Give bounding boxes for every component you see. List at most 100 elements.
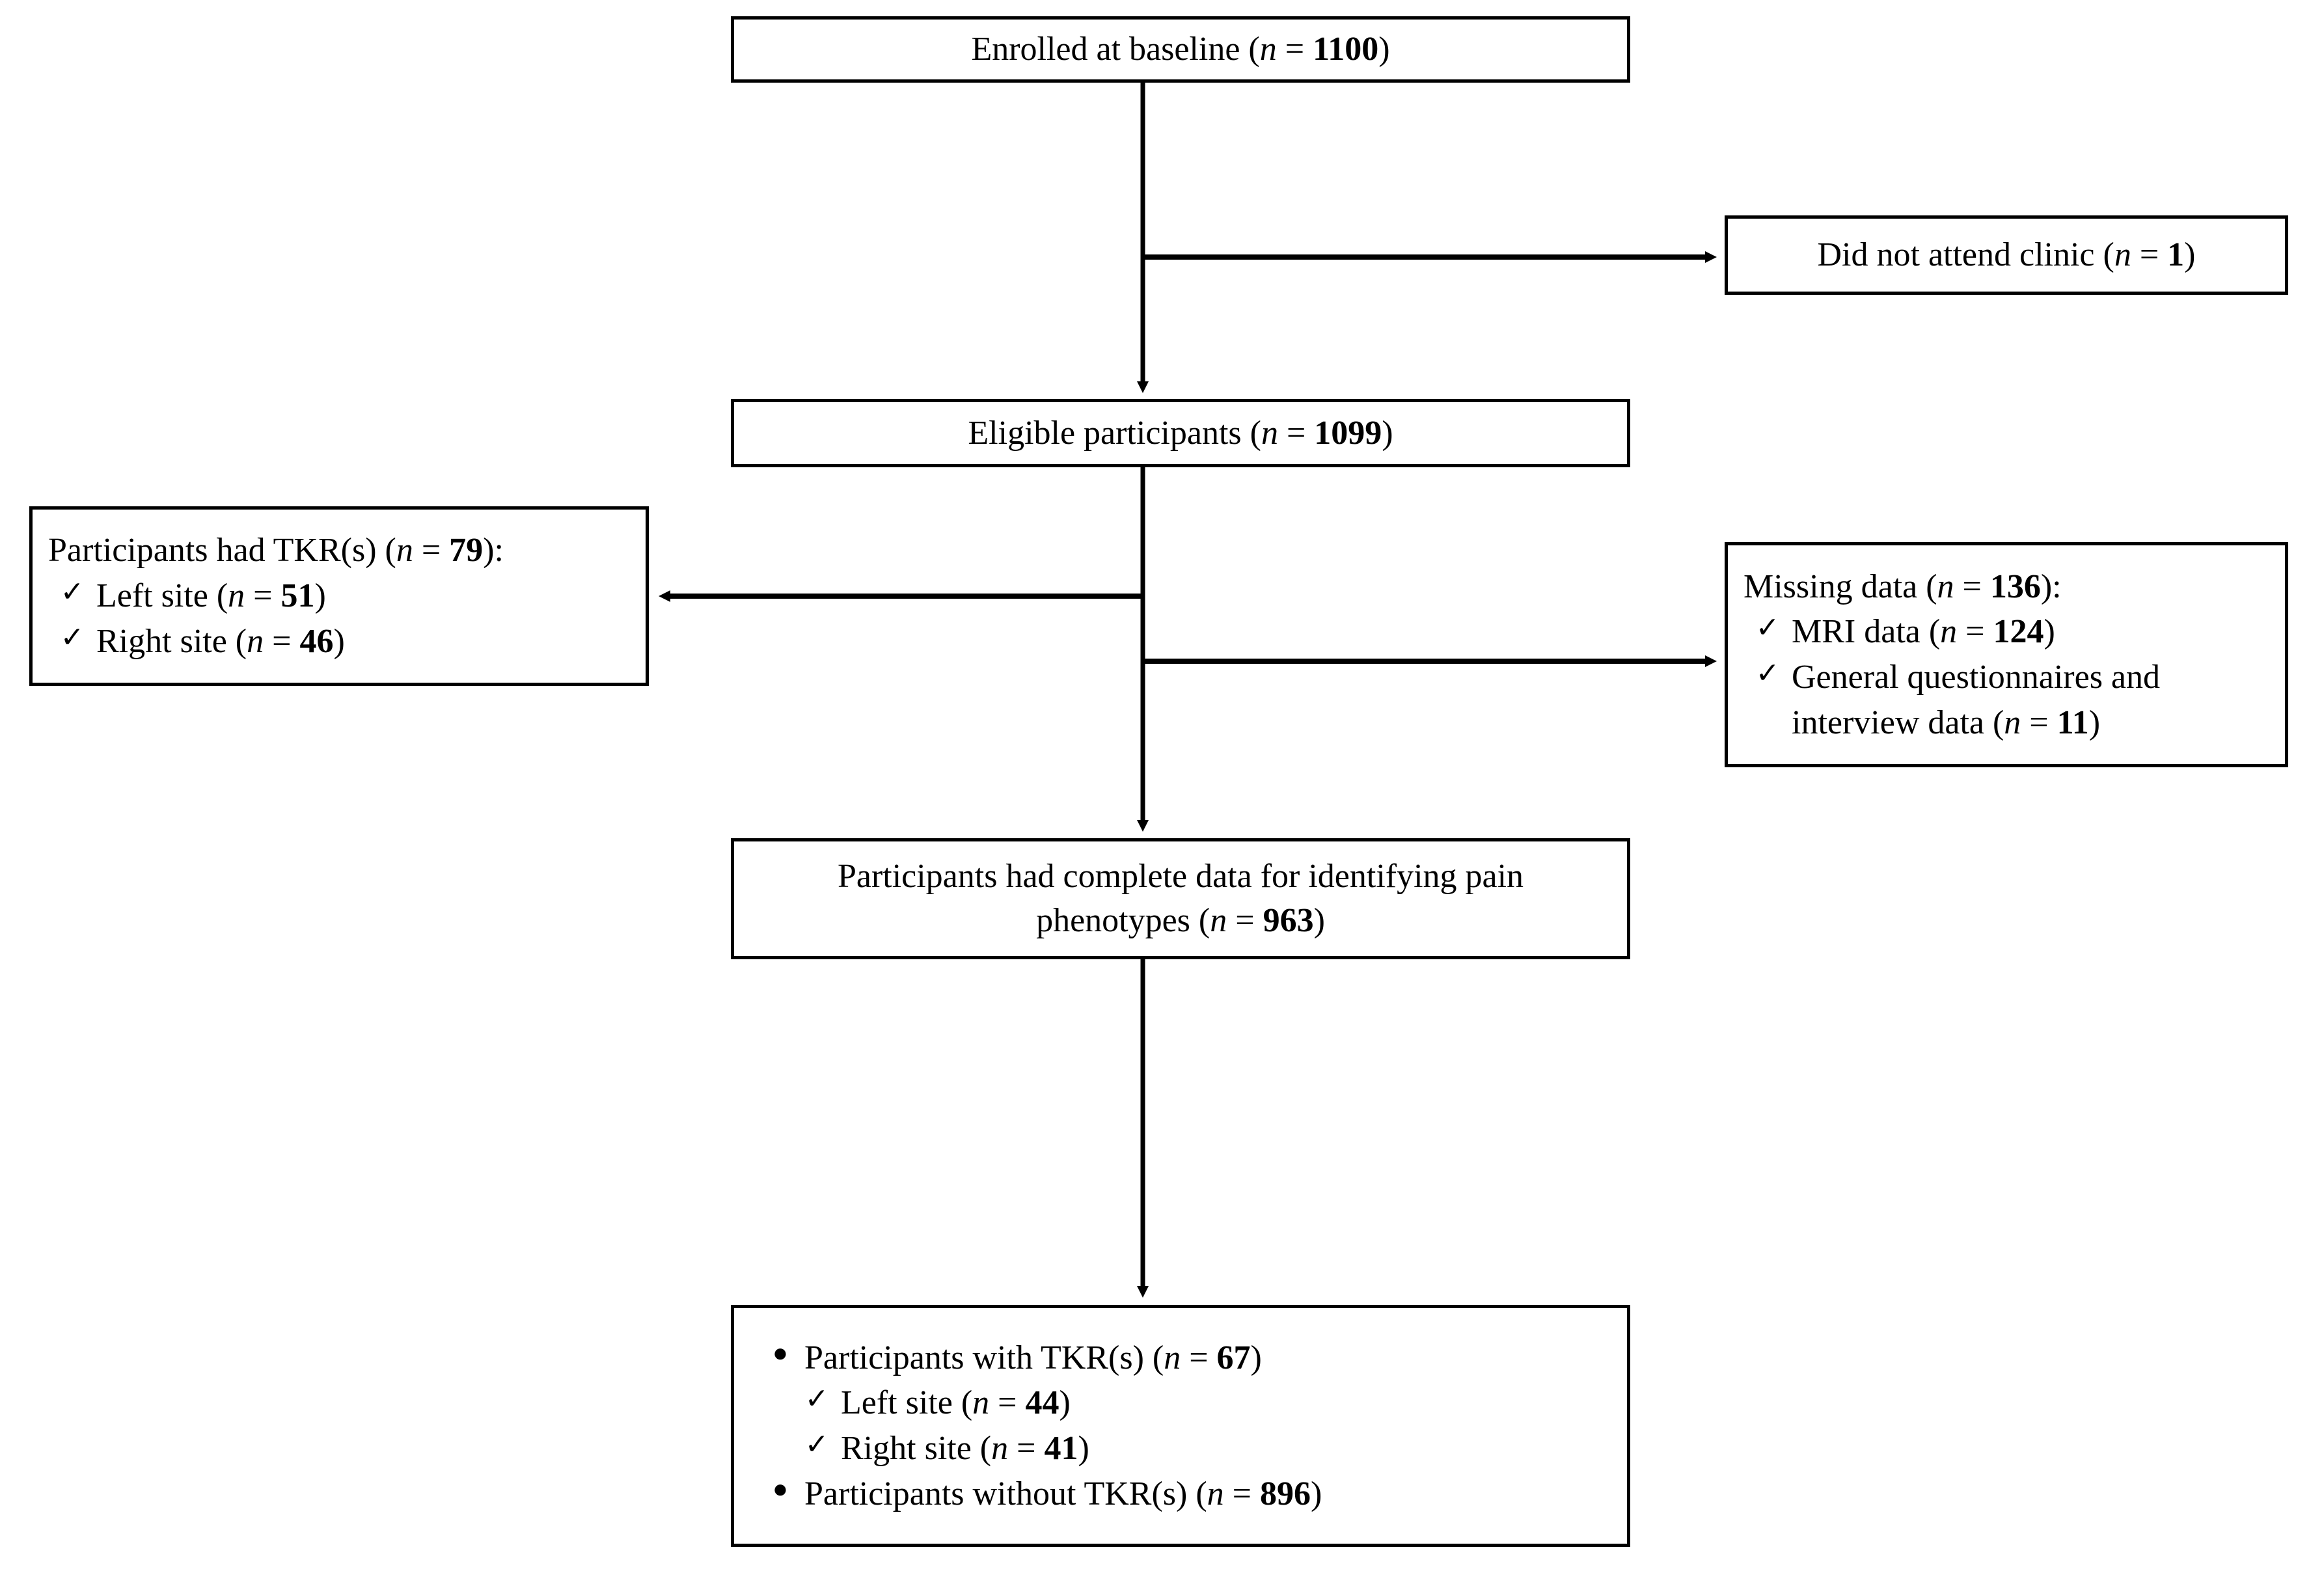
tkr-right-site-n-symbol: n xyxy=(247,622,264,660)
final-right-site-paren-close: ) xyxy=(1078,1430,1089,1467)
final-left-site-count: 44 xyxy=(1025,1384,1059,1422)
node-participants-had-tkr: Participants had TKR(s) (n = 79): ✓ Left… xyxy=(29,506,649,686)
check-icon: ✓ xyxy=(1755,657,1780,690)
final-with-tkr-paren-close: ) xyxy=(1250,1339,1262,1376)
missing-data-list: ✓ MRI data (n = 124) ✓ General questionn… xyxy=(1743,609,2285,745)
list-item: ✓ MRI data (n = 124) xyxy=(1743,609,2285,655)
eligible-equals: = xyxy=(1278,414,1315,452)
complete-data-n-symbol: n xyxy=(1210,902,1227,939)
node-final-outcomes: ● Participants with TKR(s) (n = 67) ✓ Le… xyxy=(731,1305,1630,1547)
final-with-tkr-label: Participants with TKR(s) ( xyxy=(804,1339,1164,1376)
tkr-left-site-text: Left site (n = 51) xyxy=(96,573,646,619)
final-left-site-equals: = xyxy=(989,1384,1026,1422)
list-item: ✓ Left site (n = 51) xyxy=(48,573,646,619)
complete-data-equals: = xyxy=(1227,902,1263,939)
final-right-site-equals: = xyxy=(1008,1430,1045,1467)
bullet-disc-icon: ● xyxy=(772,1337,789,1367)
tkr-left-site-label: Left site ( xyxy=(96,577,228,615)
missing-heading-equals: = xyxy=(1954,567,1990,605)
missing-mri-n-symbol: n xyxy=(1940,613,1958,651)
list-item: ● Participants without TKR(s) (n = 896) xyxy=(756,1471,1627,1517)
did-not-attend-label: Did not attend clinic ( xyxy=(1817,236,2114,274)
final-outcomes-list: ● Participants with TKR(s) (n = 67) ✓ Le… xyxy=(756,1335,1627,1517)
tkr-right-site-label: Right site ( xyxy=(96,622,247,660)
tkr-heading-equals: = xyxy=(413,532,450,569)
enrolled-n-symbol: n xyxy=(1259,31,1277,68)
tkr-heading-n-symbol: n xyxy=(396,532,413,569)
final-left-site-label: Left site ( xyxy=(841,1384,973,1422)
missing-questionnaires-text: General questionnaires and interview dat… xyxy=(1792,655,2285,745)
missing-heading-n-symbol: n xyxy=(1937,567,1954,605)
missing-heading-suffix: ): xyxy=(2040,567,2062,605)
check-icon: ✓ xyxy=(60,575,85,609)
final-left-site-paren-close: ) xyxy=(1059,1384,1071,1422)
did-not-attend-equals: = xyxy=(2131,236,2168,274)
check-icon: ✓ xyxy=(1755,611,1780,645)
check-icon: ✓ xyxy=(804,1382,829,1416)
complete-data-paren-close: ) xyxy=(1313,902,1325,939)
check-icon: ✓ xyxy=(60,620,85,654)
list-item: ● Participants with TKR(s) (n = 67) xyxy=(756,1335,1627,1381)
did-not-attend-n-symbol: n xyxy=(2114,236,2131,274)
final-with-tkr-equals: = xyxy=(1181,1339,1217,1376)
list-item: ✓ Right site (n = 41) xyxy=(793,1426,1627,1471)
missing-mri-paren-close: ) xyxy=(2044,613,2055,651)
complete-data-label: phenotypes ( xyxy=(1036,902,1210,939)
enrolled-paren-close: ) xyxy=(1378,31,1390,68)
missing-mri-equals: = xyxy=(1957,613,1993,651)
list-item: ✓ Right site (n = 46) xyxy=(48,619,646,664)
final-without-tkr-count: 896 xyxy=(1259,1475,1311,1512)
eligible-paren-close: ) xyxy=(1382,414,1393,452)
final-without-tkr-text: Participants without TKR(s) (n = 896) xyxy=(804,1471,1627,1517)
missing-questionnaires-count: 11 xyxy=(2057,704,2089,741)
tkr-left-site-equals: = xyxy=(245,577,281,615)
final-left-site-text: Left site (n = 44) xyxy=(841,1380,1627,1426)
final-without-tkr-n-symbol: n xyxy=(1207,1475,1224,1512)
missing-questionnaires-label: General questionnaires and interview dat… xyxy=(1792,659,2161,741)
tkr-right-site-text: Right site (n = 46) xyxy=(96,619,646,664)
final-right-site-n-symbol: n xyxy=(991,1430,1009,1467)
enrolled-equals: = xyxy=(1276,31,1313,68)
missing-heading-count: 136 xyxy=(1989,567,2041,605)
node-complete-data-pain-phenotypes: Participants had complete data for ident… xyxy=(731,838,1630,959)
tkr-site-list: ✓ Left site (n = 51) ✓ Right site (n = 4… xyxy=(48,573,646,664)
node-did-not-attend-clinic: Did not attend clinic (n = 1) xyxy=(1725,215,2288,295)
enrolled-count: 1100 xyxy=(1313,31,1379,68)
did-not-attend-paren-close: ) xyxy=(2184,236,2196,274)
missing-mri-text: MRI data (n = 124) xyxy=(1792,609,2285,655)
node-eligible-text: Eligible participants (n = 1099) xyxy=(956,411,1404,456)
tkr-heading-count: 79 xyxy=(449,532,484,569)
tkr-heading-suffix: ): xyxy=(483,532,504,569)
list-item: ✓ General questionnaires and interview d… xyxy=(1743,655,2285,745)
tkr-left-site-paren-close: ) xyxy=(314,577,326,615)
node-enrolled-at-baseline: Enrolled at baseline (n = 1100) xyxy=(731,16,1630,83)
missing-questionnaires-n-symbol: n xyxy=(2004,704,2021,741)
complete-data-line2: phenotypes (n = 963) xyxy=(1024,899,1337,943)
final-without-tkr-label: Participants without TKR(s) ( xyxy=(804,1475,1207,1512)
complete-data-count: 963 xyxy=(1263,902,1314,939)
node-missing-data: Missing data (n = 136): ✓ MRI data (n = … xyxy=(1725,542,2288,767)
final-left-site-n-symbol: n xyxy=(972,1384,990,1422)
final-without-tkr-equals: = xyxy=(1224,1475,1260,1512)
final-right-site-text: Right site (n = 41) xyxy=(841,1426,1627,1471)
did-not-attend-count: 1 xyxy=(2167,236,2185,274)
eligible-label: Eligible participants ( xyxy=(968,414,1261,452)
tkr-heading-label: Participants had TKR(s) ( xyxy=(48,532,396,569)
list-item: ✓ Left site (n = 44) xyxy=(793,1380,1627,1426)
missing-heading: Missing data (n = 136): xyxy=(1743,564,2285,610)
tkr-right-site-equals: = xyxy=(264,622,300,660)
final-with-tkr-text: Participants with TKR(s) (n = 67) xyxy=(804,1335,1627,1381)
tkr-left-site-count: 51 xyxy=(280,577,315,615)
eligible-n-symbol: n xyxy=(1261,414,1278,452)
final-right-site-count: 41 xyxy=(1044,1430,1078,1467)
final-without-tkr-paren-close: ) xyxy=(1310,1475,1322,1512)
final-right-site-label: Right site ( xyxy=(841,1430,992,1467)
node-eligible-participants: Eligible participants (n = 1099) xyxy=(731,399,1630,467)
missing-mri-count: 124 xyxy=(1993,613,2044,651)
complete-data-line1: Participants had complete data for ident… xyxy=(837,858,1524,895)
missing-heading-label: Missing data ( xyxy=(1743,567,1937,605)
tkr-left-site-n-symbol: n xyxy=(228,577,245,615)
missing-mri-label: MRI data ( xyxy=(1792,613,1941,651)
final-with-tkr-count: 67 xyxy=(1216,1339,1251,1376)
